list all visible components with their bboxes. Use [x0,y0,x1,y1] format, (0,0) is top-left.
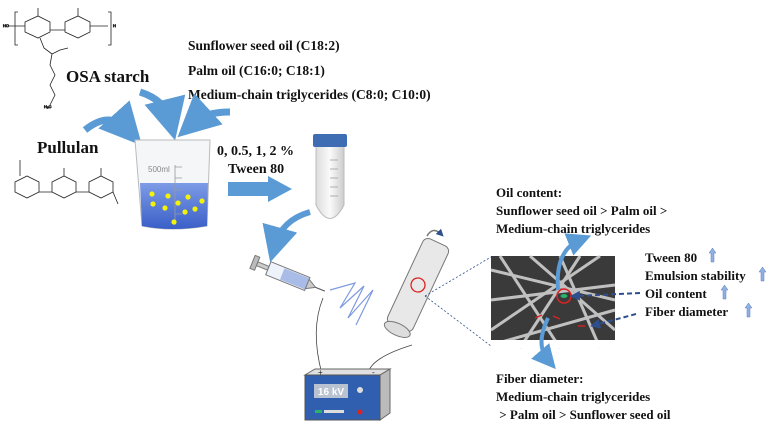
osa-starch-structure: HO H H₃C [3,8,116,109]
fiber-diameter-line1: Medium-chain triglycerides [496,389,650,404]
oil-palm: Palm oil (C16:0; C18:1) [188,63,325,78]
rotating-collector [383,237,450,338]
up-arrow-icon [758,266,767,282]
pullulan-structure [14,160,119,205]
oil-content-line2: Medium-chain triglycerides [496,221,650,236]
fiber-diameter-title: Fiber diameter: [496,371,583,386]
input-arrows [82,88,231,146]
process-arrow [228,176,292,202]
high-voltage-power-supply: 16 kV + - [303,368,392,421]
up-arrow-icons [708,247,767,318]
svg-text:H: H [113,23,116,28]
svg-text:H₃C: H₃C [44,104,52,109]
effect-emulsion-stability: Emulsion stability [645,268,746,283]
oil-sunflower: Sunflower seed oil (C18:2) [188,38,340,53]
up-arrow-icon [708,247,717,263]
effect-pointer-arrows [570,290,641,329]
oil-content-title: Oil content: [496,185,562,200]
svg-text:HO: HO [3,23,9,28]
pullulan-label: Pullulan [37,138,99,157]
sem-image [490,254,616,349]
positive-terminal: + [318,368,323,377]
osa-starch-label: OSA starch [66,67,150,86]
sem-arrows [531,233,592,370]
oil-mct: Medium-chain triglycerides (C8:0; C10:0) [188,87,431,102]
rotation-arrow-icon [426,228,444,237]
centrifuge-tube [313,134,347,219]
fiber-diameter-line2: > Palm oil > Sunflower seed oil [496,407,671,422]
tube-to-syringe-arrow [262,209,311,263]
effect-oil-content: Oil content [645,286,707,301]
electrospinning-jet [329,282,374,326]
beaker: 500ml [134,139,211,230]
syringe [249,254,326,292]
up-arrow-icon [744,302,753,318]
tween-concentrations: 0, 0.5, 1, 2 % [217,144,294,159]
effect-fiber-diameter: Fiber diameter [645,304,728,319]
effect-tween: Tween 80 [645,250,697,265]
negative-terminal: - [372,368,375,377]
tween-label: Tween 80 [228,162,284,177]
oil-droplets [149,191,205,225]
beaker-volume: 500ml [148,165,170,174]
up-arrow-icon [720,284,729,300]
voltage-display: 16 kV [318,387,344,398]
zoom-lines [424,256,492,347]
oil-content-line1: Sunflower seed oil > Palm oil > [496,203,667,218]
